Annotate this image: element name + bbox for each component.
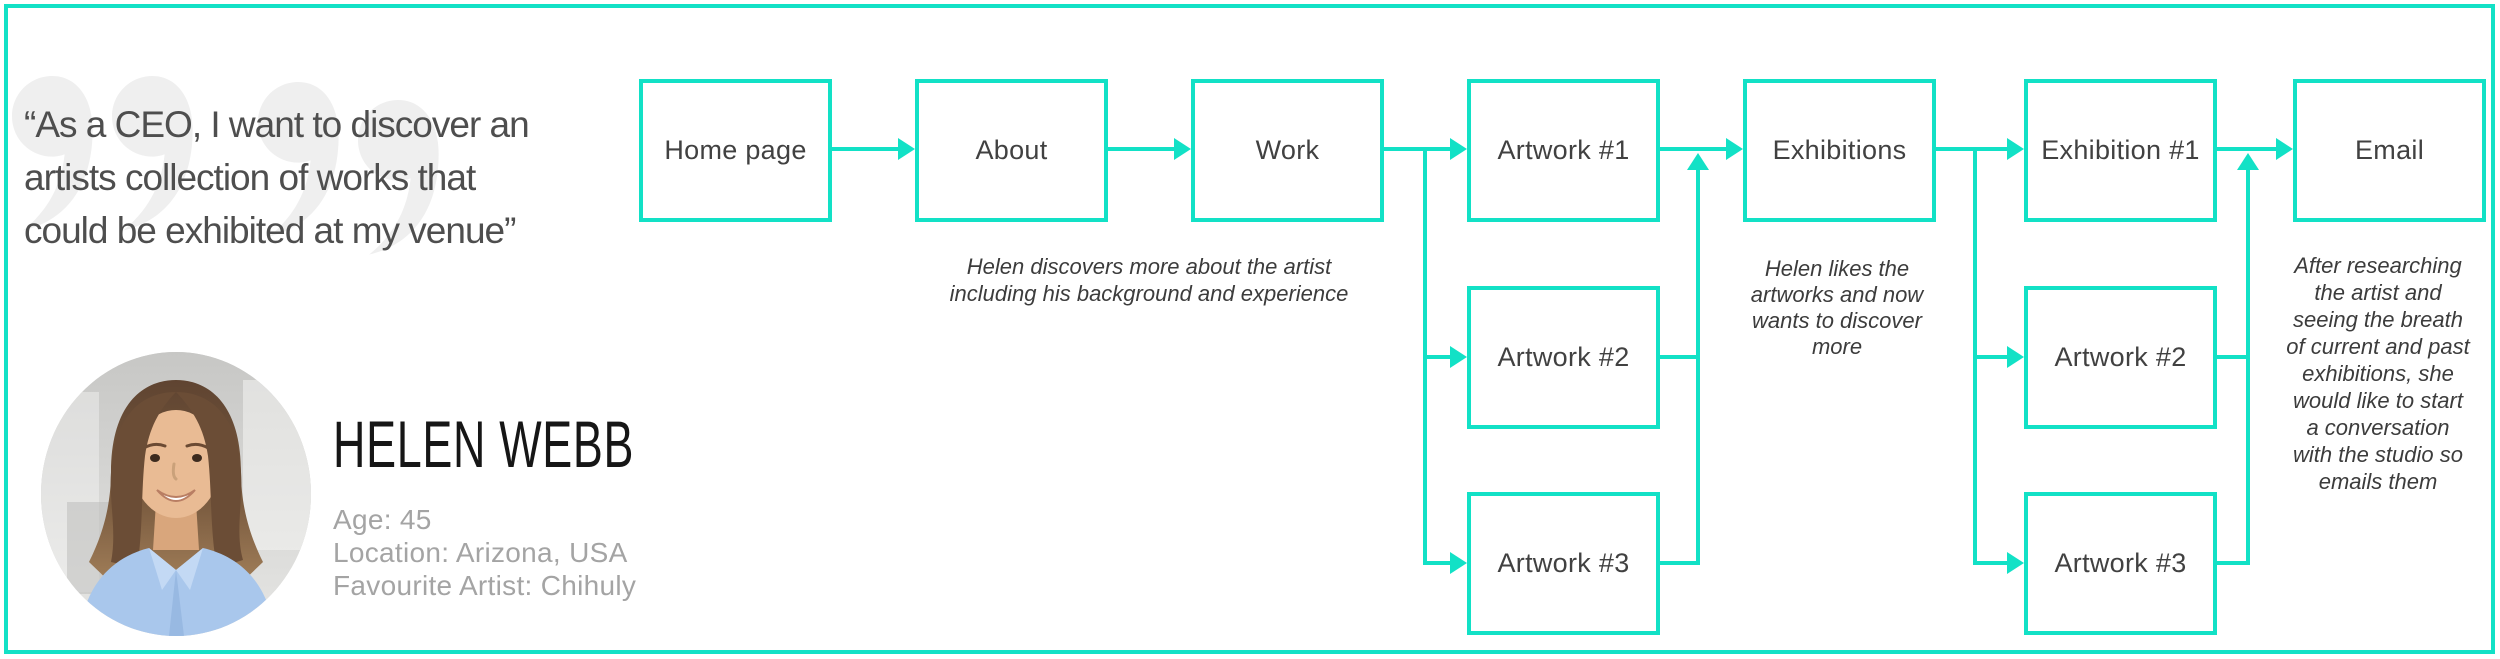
connector-line xyxy=(1384,147,1450,151)
connector-line xyxy=(1696,170,1700,565)
arrow-up-icon xyxy=(1687,153,1709,170)
arrow-right-icon xyxy=(2007,552,2024,574)
flow-node-label: About xyxy=(975,135,1048,165)
connector-line xyxy=(832,147,898,151)
arrow-right-icon xyxy=(2007,138,2024,160)
flow-node-artwork-3[interactable]: Artwork #3 xyxy=(1467,492,1660,635)
flow-node-artwork-2[interactable]: Artwork #2 xyxy=(1467,286,1660,429)
flow-node-artwork-1[interactable]: Artwork #1 xyxy=(1467,79,1660,222)
flow-node-exhibition-artwork-3[interactable]: Artwork #3 xyxy=(2024,492,2217,635)
arrow-right-icon xyxy=(898,138,915,160)
connector-line xyxy=(1423,355,1452,359)
flow-node-label: Exhibitions xyxy=(1772,135,1907,165)
flow-node-label: Artwork #2 xyxy=(1497,342,1630,372)
connector-line xyxy=(1423,561,1452,565)
connector-line xyxy=(2217,561,2250,565)
arrow-right-icon xyxy=(1450,552,1467,574)
connector-line xyxy=(1936,147,2007,151)
connector-line xyxy=(2217,147,2276,151)
quote-marks-icon xyxy=(12,76,439,255)
arrow-right-icon xyxy=(2276,138,2293,160)
flow-node-exhibitions[interactable]: Exhibitions xyxy=(1743,79,1936,222)
flow-node-label: Work xyxy=(1255,135,1320,165)
flow-node-label: Home page xyxy=(664,135,807,165)
flow-node-label: Artwork #3 xyxy=(2054,548,2187,578)
flow-node-email[interactable]: Email xyxy=(2293,79,2486,222)
arrow-right-icon xyxy=(1726,138,1743,160)
flow-node-work[interactable]: Work xyxy=(1191,79,1384,222)
arrow-right-icon xyxy=(1450,346,1467,368)
flow-node-label: Exhibition #1 xyxy=(2041,135,2200,165)
flow-node-label: Artwork #1 xyxy=(1497,135,1630,165)
arrow-right-icon xyxy=(1450,138,1467,160)
persona-name: HELEN WEBB xyxy=(333,407,635,481)
connector-line xyxy=(1973,561,2007,565)
flow-node-label: Artwork #2 xyxy=(2054,342,2187,372)
flow-node-label: Email xyxy=(2354,135,2424,165)
connector-line xyxy=(2217,355,2250,359)
flow-node-exhibition-artwork-2[interactable]: Artwork #2 xyxy=(2024,286,2217,429)
connector-line xyxy=(1660,561,1700,565)
persona-photo xyxy=(41,352,311,636)
arrow-up-icon xyxy=(2237,153,2259,170)
flow-node-home-page[interactable]: Home page xyxy=(639,79,832,222)
flow-node-exhibition-1[interactable]: Exhibition #1 xyxy=(2024,79,2217,222)
connector-line xyxy=(1660,147,1726,151)
connector-line xyxy=(1660,355,1700,359)
connector-line xyxy=(1108,147,1174,151)
canvas-border xyxy=(4,4,2495,654)
connector-line xyxy=(2246,170,2250,565)
arrow-right-icon xyxy=(1174,138,1191,160)
woman-portrait-illustration xyxy=(41,352,311,636)
arrow-right-icon xyxy=(2007,346,2024,368)
flow-node-about[interactable]: About xyxy=(915,79,1108,222)
flow-node-label: Artwork #3 xyxy=(1497,548,1630,578)
connector-line xyxy=(1973,355,2007,359)
